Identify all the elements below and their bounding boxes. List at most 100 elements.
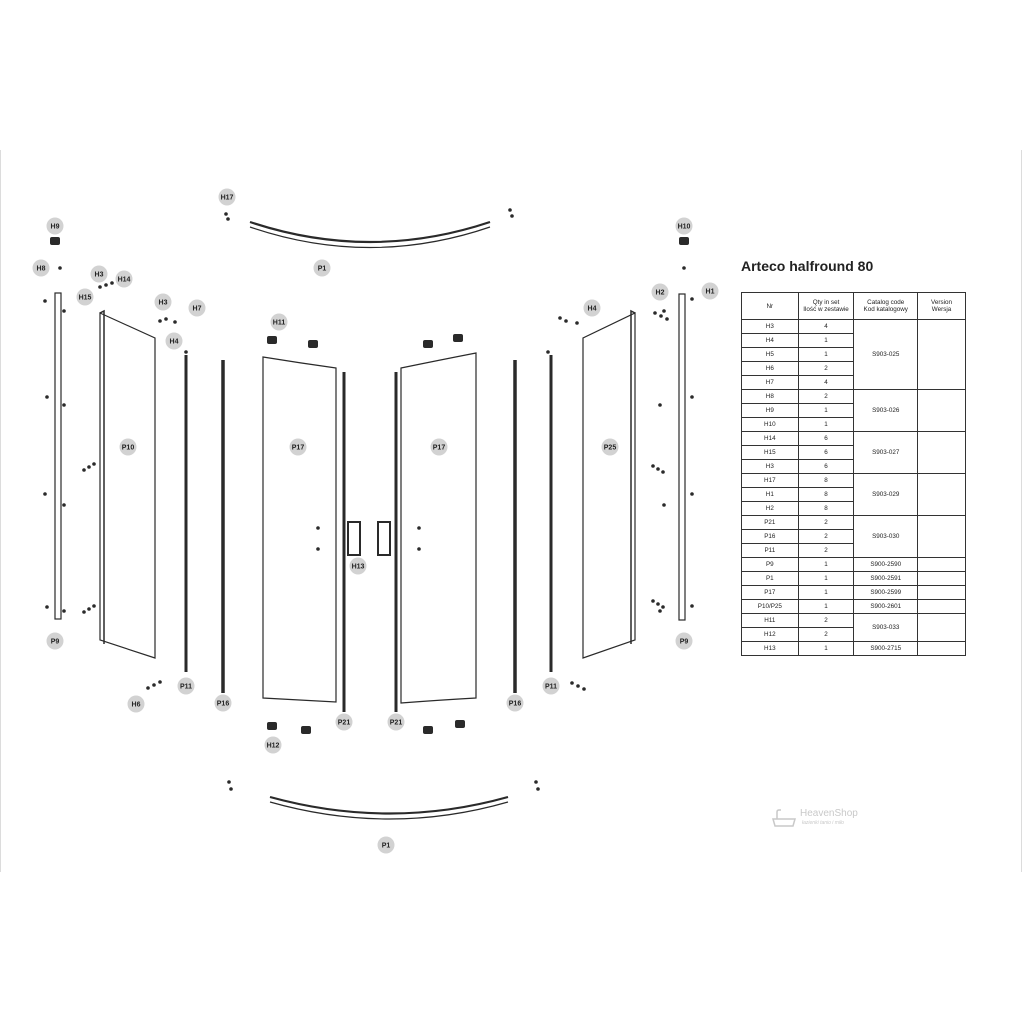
callout-p21: P21 [335,713,353,731]
svg-text:P21: P21 [390,720,403,727]
svg-text:H2: H2 [656,290,665,297]
part-nr: H3 [741,319,799,334]
right-fixed-panel-edge [630,309,636,644]
part-nr: H9 [741,403,799,418]
screw-part [316,526,320,530]
version-cell [917,515,966,558]
part-nr: H5 [741,347,799,362]
part-nr: H8 [741,389,799,404]
part-qty: 4 [797,319,855,334]
callout-h8: H8 [32,259,50,277]
part-nr: H11 [741,613,799,628]
callout-h3: H3 [90,265,108,283]
svg-text:P11: P11 [545,684,557,691]
screw-part [690,395,694,399]
screw-part [45,605,49,609]
callout-h10: H10 [675,217,693,235]
screw-part [534,780,538,784]
part-qty: 4 [797,375,855,390]
watermark-tagline: łazienki tanio i miło [802,820,844,826]
callout-p16: P16 [506,694,524,712]
callout-h11: H11 [270,313,288,331]
screw-part [110,281,114,285]
part-qty: 6 [797,459,855,474]
screw-part [659,314,663,318]
product-title: Arteco halfround 80 [741,258,874,274]
svg-text:P17: P17 [292,445,305,452]
version-cell [917,585,966,600]
screw-part [164,317,168,321]
callout-h12: H12 [264,736,282,754]
catalog-code: S900-2601 [853,599,919,614]
sheet-border-right [1021,150,1022,872]
roller-cap [455,720,465,728]
screw-part [45,395,49,399]
svg-text:P16: P16 [217,701,230,708]
screw-part [651,599,655,603]
bathtub-icon [772,809,796,827]
screw-part [82,610,86,614]
part-nr: P11 [741,543,799,558]
screw-part [661,470,665,474]
part-qty: 1 [797,347,855,362]
screw-part [417,547,421,551]
callout-h17: H17 [218,188,236,206]
roller-cap [308,340,318,348]
screw-part [536,787,540,791]
version-cell [917,389,966,432]
catalog-code: S903-030 [853,515,919,558]
screw-part [87,465,91,469]
screw-part [62,609,66,613]
part-qty: 1 [797,417,855,432]
top-tray [249,220,491,244]
catalog-code: S900-2599 [853,585,919,600]
left-door [262,356,337,703]
svg-text:P16: P16 [509,701,522,708]
callout-h2: H2 [651,283,669,301]
part-qty: 1 [797,585,855,600]
roller-cap [301,726,311,734]
screw-part [558,316,562,320]
right-handle [377,521,391,556]
svg-text:P17: P17 [433,445,446,452]
version-cell [917,613,966,642]
screw-part [152,683,156,687]
catalog-code: S903-025 [853,319,919,390]
part-qty: 1 [797,557,855,572]
callout-h13: H13 [349,557,367,575]
callout-p9: P9 [46,632,64,650]
part-nr: P17 [741,585,799,600]
svg-text:H7: H7 [193,306,202,313]
part-nr: H1 [741,487,799,502]
screw-part [575,321,579,325]
callout-p21: P21 [387,713,405,731]
screw-part [226,217,230,221]
callout-h14: H14 [115,270,133,288]
callout-p1: P1 [377,836,395,854]
roller-cap [267,722,277,730]
screw-part [62,309,66,313]
left-handle [347,521,361,556]
part-nr: H7 [741,375,799,390]
screw-part [87,607,91,611]
bottom-tray-edge [269,801,509,820]
svg-text:H11: H11 [273,320,286,327]
callout-h3: H3 [154,293,172,311]
right-fixed-panel [582,312,636,659]
part-nr: P9 [741,557,799,572]
screw-part [576,684,580,688]
screw-part [158,319,162,323]
svg-text:P9: P9 [680,639,689,646]
part-qty: 2 [797,515,855,530]
screw-part [690,297,694,301]
